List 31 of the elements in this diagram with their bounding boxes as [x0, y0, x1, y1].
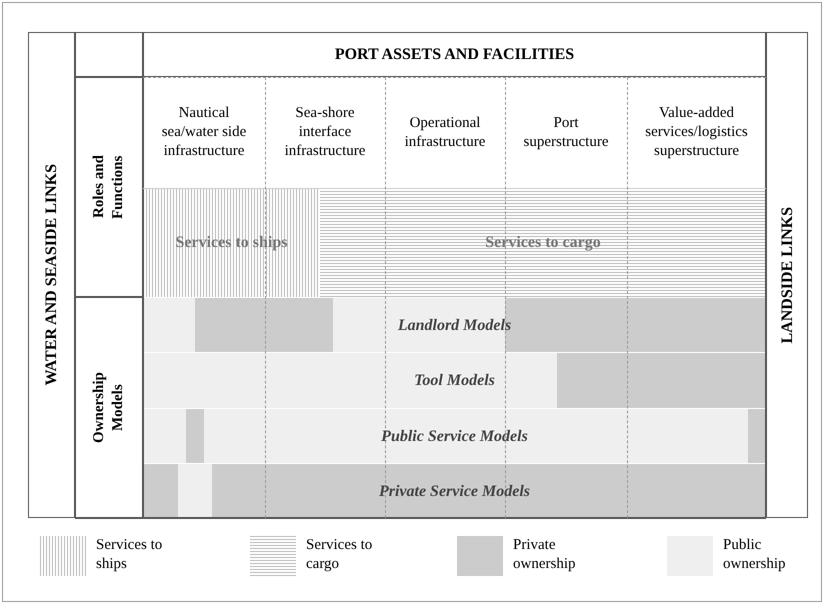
row-label	[75, 77, 143, 297]
model-name: Tool Models	[414, 371, 495, 390]
hatched-band	[143, 188, 320, 297]
model-name: Landlord Models	[398, 316, 512, 334]
side-band	[28, 32, 75, 518]
column-title: Value-added services/logistics superstructure	[644, 104, 749, 161]
vertical-title: Roles and Functions	[90, 154, 127, 221]
vertical-title: WATER AND SEASIDE LINKS	[42, 164, 61, 386]
column-title: Nautical sea/water side infrastructure	[160, 104, 248, 161]
band-title: Services to ships	[176, 233, 288, 252]
band-title: Services to cargo	[485, 233, 601, 252]
header-cell	[143, 32, 766, 77]
column-title: Sea-shore interface infrastructure	[284, 104, 366, 161]
ownership-row	[143, 408, 766, 463]
legend-label: Public ownership	[723, 536, 786, 574]
ownership-row	[143, 297, 766, 352]
side-band	[766, 32, 808, 518]
row-label	[75, 297, 143, 518]
vertical-title: Ownership Models	[90, 371, 127, 445]
column-title: Operational infrastructure	[404, 114, 486, 152]
vertical-title: LANDSIDE LINKS	[778, 206, 796, 344]
legend-label: Private ownership	[513, 536, 576, 574]
legend-label: Services to cargo	[306, 536, 374, 574]
ownership-row	[143, 463, 766, 518]
model-name: Private Service Models	[378, 482, 530, 500]
table-title: PORT ASSETS AND FACILITIES	[334, 45, 574, 64]
model-name: Public Service Models	[381, 426, 528, 446]
ownership-row	[143, 352, 766, 408]
hatched-band	[320, 188, 766, 297]
legend-label: Services to ships	[96, 536, 164, 574]
column-title: Port superstructure	[522, 114, 610, 152]
